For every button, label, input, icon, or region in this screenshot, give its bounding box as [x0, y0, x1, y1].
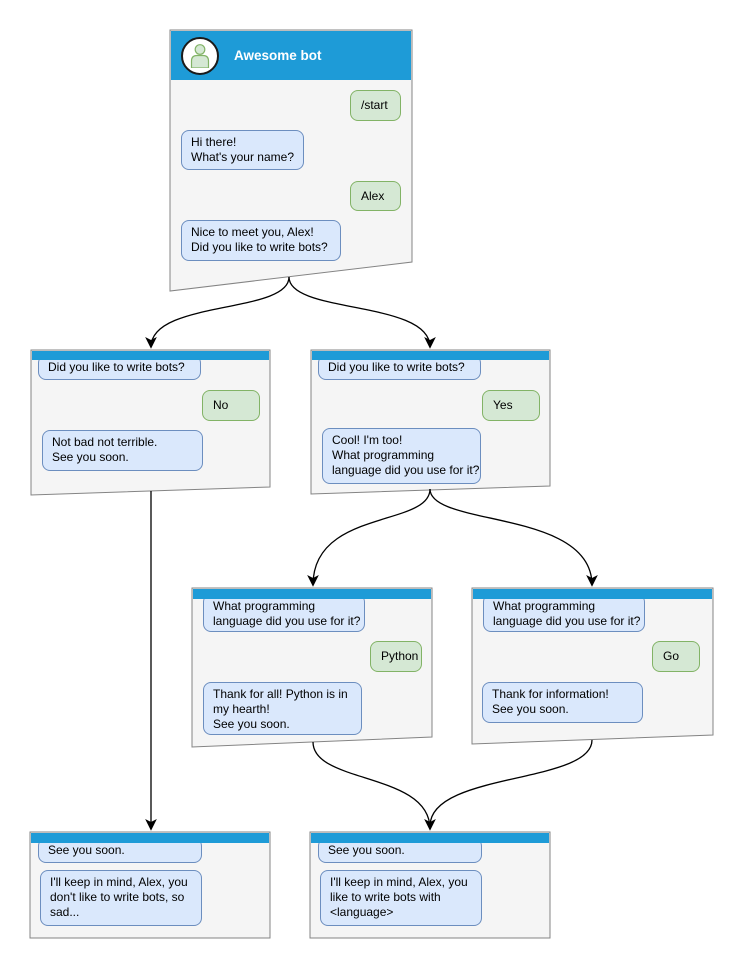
user-message-answer: Python	[370, 641, 422, 672]
bot-message-reply: Thank for all! Python is in my hearth! S…	[203, 682, 362, 735]
user-message-answer: No	[202, 390, 260, 421]
window-end-yes: See you soon. I'll keep in mind, Alex, y…	[310, 832, 550, 938]
avatar	[181, 36, 219, 75]
bot-message-reply: Thank for information! See you soon.	[482, 682, 643, 723]
window-no-branch-header	[32, 351, 269, 360]
bot-message-reply: Cool! I'm too! What programming language…	[322, 428, 481, 484]
bot-message-question: What programming language did you use fo…	[203, 594, 365, 632]
edge-root-to-no	[145, 276, 290, 349]
window-go-branch-header	[473, 589, 712, 599]
user-message-answer: Go	[652, 641, 700, 672]
edge-root-to-yes	[288, 276, 436, 349]
window-end-yes-header	[311, 833, 549, 843]
edge-yes-to-go	[429, 488, 598, 587]
window-title: Awesome bot	[234, 48, 322, 63]
window-root-header: Awesome bot	[171, 31, 411, 80]
window-python-branch: What programming language did you use fo…	[192, 588, 432, 747]
bot-message-hi: Hi there! What's your name?	[181, 130, 304, 170]
window-yes-branch: Did you like to write bots? Yes Cool! I'…	[311, 350, 550, 494]
edge-go-to-end	[429, 739, 593, 827]
window-end-no-header	[31, 833, 269, 843]
edge-python-to-end	[312, 741, 436, 831]
user-message-start: /start	[350, 90, 401, 121]
window-yes-branch-header	[312, 351, 549, 360]
bot-message-reply: I'll keep in mind, Alex, you don't like …	[40, 870, 202, 926]
window-root: Awesome bot /start Hi there! What's your…	[170, 30, 412, 291]
edge-yes-to-python	[307, 488, 431, 587]
window-python-branch-header	[193, 589, 431, 599]
bot-message-reply: Not bad not terrible. See you soon.	[42, 430, 203, 471]
person-icon	[190, 43, 210, 68]
window-go-branch: What programming language did you use fo…	[472, 588, 713, 744]
window-no-branch: Did you like to write bots? No Not bad n…	[31, 350, 270, 495]
bot-message-reply: I'll keep in mind, Alex, you like to wri…	[320, 870, 482, 926]
user-message-alex: Alex	[350, 181, 401, 211]
user-message-answer: Yes	[482, 390, 540, 421]
window-end-no: See you soon. I'll keep in mind, Alex, y…	[30, 832, 270, 938]
bot-message-nice: Nice to meet you, Alex! Did you like to …	[181, 220, 341, 261]
bot-message-question: What programming language did you use fo…	[483, 594, 645, 632]
